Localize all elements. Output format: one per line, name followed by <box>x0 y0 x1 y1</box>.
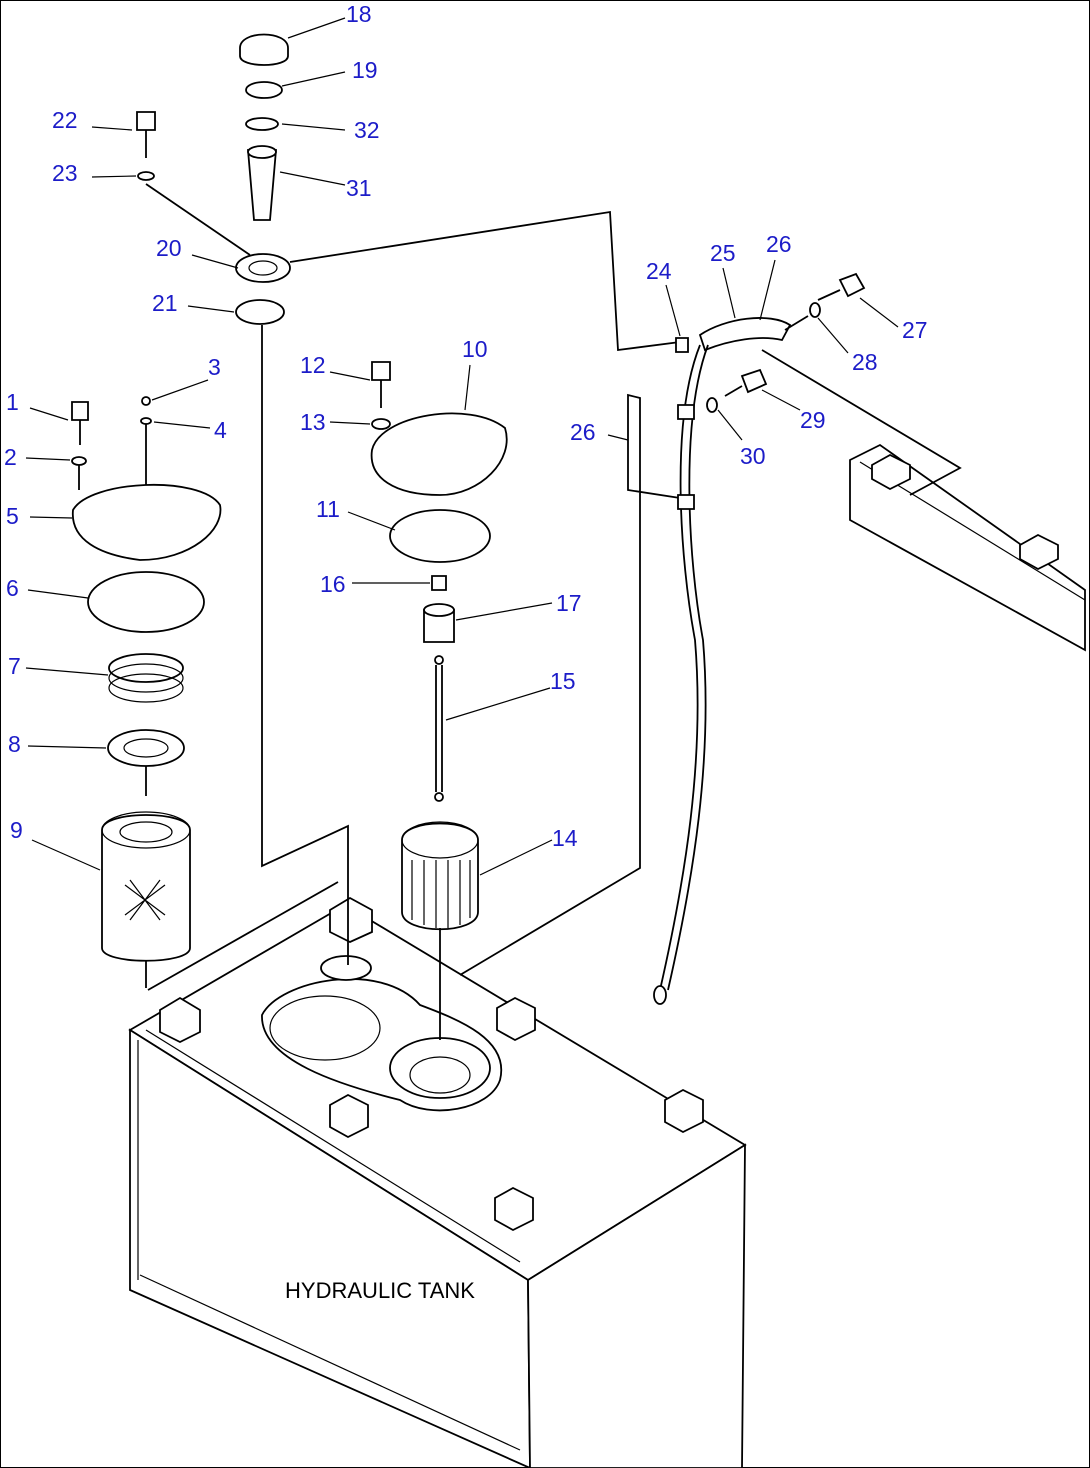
callout-32: 32 <box>354 117 380 143</box>
callout-17: 17 <box>556 590 582 616</box>
filler-cap-stack <box>136 33 681 965</box>
callout-5: 5 <box>6 503 19 529</box>
callout-30: 30 <box>740 443 766 469</box>
callout-labels: 1 2 3 4 5 6 7 8 9 10 11 12 13 14 15 16 1… <box>4 1 928 851</box>
callout-25: 25 <box>710 240 736 266</box>
callout-9: 9 <box>10 817 23 843</box>
callout-26-left: 26 <box>570 419 596 445</box>
callout-21: 21 <box>152 290 178 316</box>
callout-2: 2 <box>4 444 17 470</box>
breather-filter-stack <box>71 396 222 988</box>
hydraulic-tank <box>128 896 747 1468</box>
callout-11: 11 <box>316 496 340 522</box>
return-filter-stack <box>147 361 681 1040</box>
callout-4: 4 <box>214 417 227 443</box>
hose-bracket-assembly <box>653 272 1086 1005</box>
callout-14: 14 <box>552 825 578 851</box>
callout-31: 31 <box>346 175 372 201</box>
callout-26-top: 26 <box>766 231 792 257</box>
callout-24: 24 <box>646 258 672 284</box>
callout-16: 16 <box>320 571 346 597</box>
callout-6: 6 <box>6 575 19 601</box>
callout-13: 13 <box>300 409 326 435</box>
callout-23: 23 <box>52 160 78 186</box>
callout-29: 29 <box>800 407 826 433</box>
callout-7: 7 <box>8 653 21 679</box>
callout-15: 15 <box>550 668 576 694</box>
callout-3: 3 <box>208 354 221 380</box>
callout-19: 19 <box>352 57 378 83</box>
callout-12: 12 <box>300 352 326 378</box>
callout-27: 27 <box>902 317 928 343</box>
callout-10: 10 <box>462 336 488 362</box>
hydraulic-tank-label: HYDRAULIC TANK <box>285 1278 475 1303</box>
callout-8: 8 <box>8 731 21 757</box>
callout-20: 20 <box>156 235 182 261</box>
callout-28: 28 <box>852 349 878 375</box>
leader-lines <box>25 17 899 876</box>
callout-22: 22 <box>52 107 78 133</box>
callout-18: 18 <box>346 1 372 27</box>
callout-1: 1 <box>6 389 19 415</box>
